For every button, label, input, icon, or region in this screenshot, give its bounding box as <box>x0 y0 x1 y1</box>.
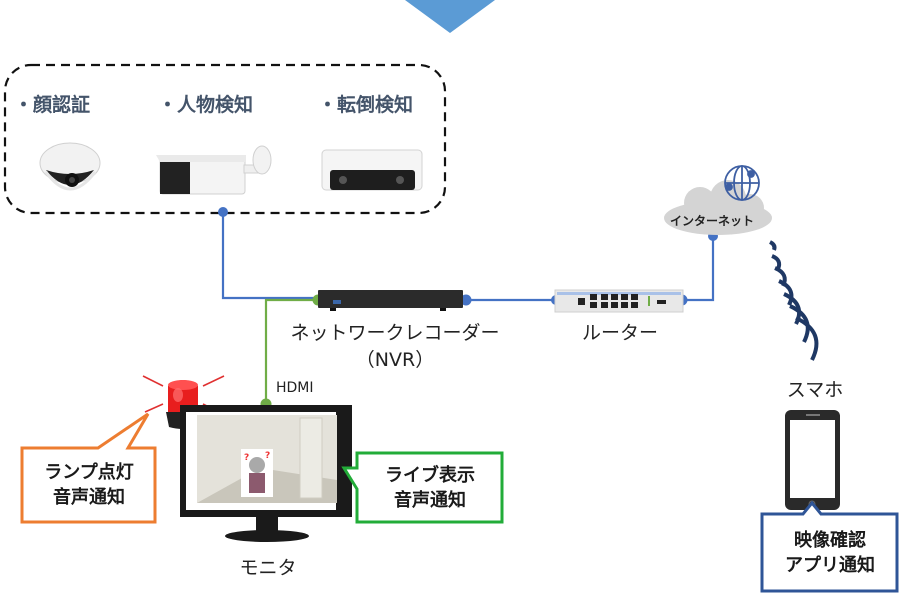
bullet-camera-icon <box>156 145 272 195</box>
internet-cloud-icon <box>664 180 772 235</box>
camera-to-nvr-line <box>221 211 318 300</box>
router-to-internet-line <box>684 236 715 302</box>
monitor-label: モニタ <box>239 557 297 579</box>
nvr-label-line1: ネットワークレコーダー <box>290 322 500 344</box>
top-down-arrow <box>405 0 495 33</box>
router-label: ルーター <box>581 322 658 344</box>
smartphone-label: スマホ <box>786 379 844 401</box>
monitor-icon: ? ? <box>180 405 352 542</box>
camera-group-box <box>3 63 447 215</box>
nvr-label-line2: （NVR） <box>355 349 435 371</box>
app-callout-line2: アプリ通知 <box>785 555 875 576</box>
nvr-device-icon <box>318 290 463 311</box>
feature-face-recognition: ・顔認証 <box>14 94 91 116</box>
live-callout-text: ライブ表示 音声通知 <box>360 456 500 519</box>
live-callout-line2: 音声通知 <box>394 489 466 511</box>
app-callout-line1: 映像確認 <box>794 530 866 551</box>
camera-group-connector <box>218 207 228 217</box>
svg-text:?: ? <box>265 451 270 461</box>
feature-person-detection: ・人物検知 <box>158 94 254 116</box>
lamp-callout-text: ランプ点灯 音声通知 <box>25 451 153 519</box>
live-callout-bubble <box>341 451 504 524</box>
app-callout-text: 映像確認 アプリ通知 <box>765 517 895 589</box>
nvr-right-connector <box>460 294 472 306</box>
dome-camera-icon <box>39 142 101 191</box>
lamp-callout-line1: ランプ点灯 <box>44 462 134 483</box>
live-callout-line1: ライブ表示 <box>385 464 475 486</box>
globe-icon <box>724 165 760 201</box>
hdmi-line <box>264 298 317 404</box>
dual-lens-camera-icon <box>321 149 423 191</box>
svg-text:?: ? <box>244 453 249 463</box>
smartphone-icon <box>785 410 840 510</box>
feature-fall-detection: ・転倒検知 <box>318 94 414 116</box>
router-device-icon <box>554 289 684 313</box>
internet-label: インターネット <box>670 214 755 228</box>
lamp-callout-line2: 音声通知 <box>53 487 125 508</box>
wireless-signal-icon <box>769 240 819 361</box>
app-callout-bubble <box>760 500 899 593</box>
hdmi-label: HDMI <box>276 380 314 396</box>
nvr-label: ネットワークレコーダー （NVR） <box>280 318 510 372</box>
